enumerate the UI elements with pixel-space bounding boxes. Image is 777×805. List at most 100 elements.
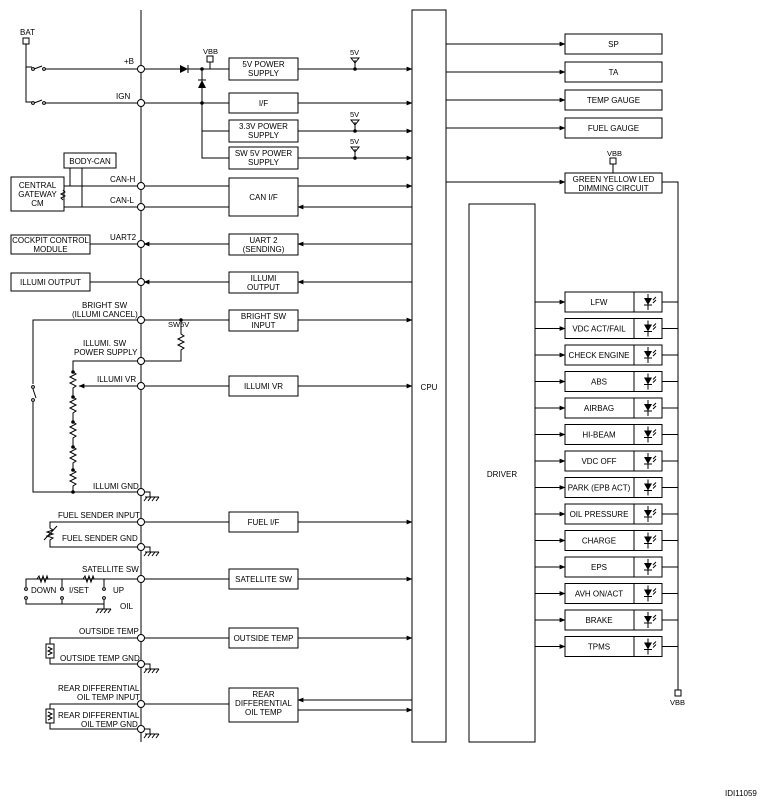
indicator-abs: ABS [535,371,678,392]
gauge-outputs: SP TA TEMP GAUGE FUEL GAUGE [446,33,663,139]
cgw-line1: CENTRAL [19,181,57,190]
rear-diff-gnd-2: OIL TEMP GND [81,720,138,729]
bright-sw-box-line2: INPUT [252,321,276,330]
illumi-vr-label: ILLUMI VR [97,375,136,384]
driver-block [468,203,536,743]
rear-diff-gnd-1: REAR DIFFERENTIAL [58,711,140,720]
node-outside-temp-gnd [137,660,145,668]
indicator-label: PARK (EPB ACT) [568,484,631,493]
indicator-label: VDC OFF [581,457,616,466]
rear-diff-box-line3: OIL TEMP [245,708,282,717]
box-33v-line1: 3.3V POWER [239,122,288,131]
led-icon [644,294,657,310]
led-icon [644,320,657,337]
indicator-oil-pressure: OIL PRESSURE [535,503,678,525]
node-plus-b [137,65,145,73]
led-icon [644,426,657,443]
cgw-line2: GATEWAY [18,190,57,199]
node-ign [137,99,145,107]
node-satellite-sw [137,575,145,583]
can-h-label: CAN-H [110,175,136,184]
box-sw5v-line2: SUPPLY [248,158,280,167]
outside-temp-gnd-label: OUTSIDE TEMP GND [60,654,140,663]
bright-sw-box-line1: BRIGHT SW [241,312,287,321]
box-sw5v-line1: SW 5V POWER [235,149,293,158]
vbb-label-dimming: VBB [607,149,622,158]
bat-label: BAT [20,28,35,37]
output-ta: TA [446,61,663,83]
led-icon [644,612,657,628]
indicator-label: BRAKE [585,616,612,625]
led-icon [644,453,657,469]
led-icon [644,532,657,549]
rear-diff-box-line2: DIFFERENTIAL [235,699,292,708]
led-icon [644,373,657,390]
up-label: UP [113,586,124,595]
box-5v-power-line1: 5V POWER [242,60,284,69]
box-rear-diff-temp [228,687,299,723]
output-fuel-gauge: FUEL GAUGE [446,117,663,139]
output-label: FUEL GAUGE [588,124,639,133]
indicator-tpms: TPMS [535,636,678,657]
indicator-label: TPMS [588,643,610,652]
indicator-vdc-act-fail: VDC ACT/FAIL [535,318,678,339]
body-can-label: BODY-CAN [69,157,111,166]
node-can-h [137,182,145,190]
node-illumi-output [137,278,145,286]
box-5v-power-line2: SUPPLY [248,69,280,78]
box-33v-line2: SUPPLY [248,131,280,140]
indicator-label: EPS [591,563,607,572]
indicator-brake: BRAKE [535,609,678,631]
rear-diff-input-2: OIL TEMP INPUT [77,693,140,702]
fuel-input-label: FUEL SENDER INPUT [58,511,140,520]
cpu-block [411,9,447,743]
output-label: SP [608,40,619,49]
bat-terminal [22,37,30,45]
led-icon [644,559,657,575]
bright-sw-label-1: BRIGHT SW [82,301,128,310]
led-icon [644,585,657,602]
iset-label: I/SET [69,586,89,595]
cgw-line3: CM [31,199,44,208]
indicator-lfw: LFW [535,291,678,313]
outside-temp-label: OUTSIDE TEMP [79,627,139,636]
central-gateway-block [10,176,65,212]
dimming-line1: GREEN YELLOW LED [573,175,655,184]
ign-label: IGN [116,92,130,101]
node-illumi-sw-power [137,357,145,365]
indicator-label: LFW [591,298,608,307]
vbb-terminal-bottom [674,689,682,697]
dimming-line2: DIMMING CIRCUIT [578,184,648,193]
v5-label-2: 5V [350,110,359,119]
node-can-l [137,203,145,211]
illumi-output-line2: OUTPUT [247,283,280,292]
node-uart2 [137,240,145,248]
oil-label: OIL [120,602,133,611]
output-temp-gauge: TEMP GAUGE [446,89,663,111]
indicator-airbag: AIRBAG [535,397,678,419]
led-icon [644,506,657,522]
vbb-terminal-top [206,55,214,63]
illumi-sw-power-2: POWER SUPPLY [74,348,138,357]
body-can-block [63,152,117,169]
vbb-label-bottom: VBB [670,698,685,707]
v5-label-3: 5V [350,137,359,146]
illumi-gnd-label: ILLUMI GND [93,482,139,491]
uart2-box-line2: (SENDING) [243,245,285,254]
indicator-hi-beam: HI-BEAM [535,424,678,445]
driver-label: DRIVER [487,470,517,479]
v5-label-1: 5V [350,48,359,57]
indicator-park-epb-act-: PARK (EPB ACT) [535,477,678,498]
indicator-label: CHARGE [582,537,616,546]
vbb-terminal-dimming [609,157,617,165]
down-label: DOWN [31,586,57,595]
output-sp: SP [446,33,663,55]
sw5v-label: SW5V [168,320,189,329]
fuel-gnd-label: FUEL SENDER GND [62,534,138,543]
led-icon [644,638,657,655]
indicator-eps: EPS [535,556,678,578]
led-icon [644,479,657,496]
node-fuel-gnd [137,543,145,551]
